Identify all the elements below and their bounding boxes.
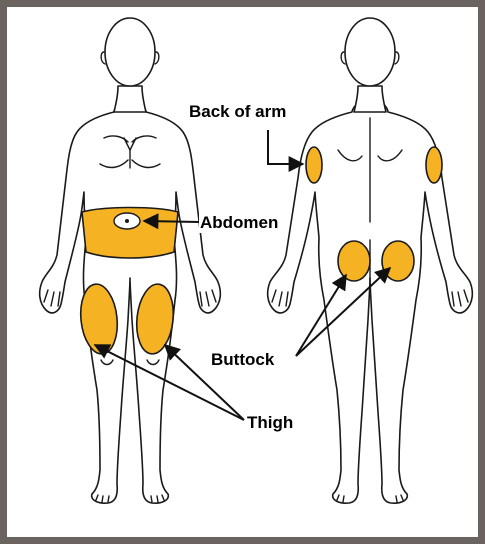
thigh-label: Thigh (246, 413, 294, 433)
back-of-arm-injection-site-right (426, 147, 442, 183)
abdomen-arrow (144, 221, 200, 222)
navel-dot (125, 219, 129, 223)
back-of-arm-injection-site-left (306, 147, 322, 183)
front-body-figure (40, 18, 221, 503)
buttock-injection-site-right (382, 241, 414, 281)
buttock-label: Buttock (210, 350, 275, 370)
buttock-injection-site-left (338, 241, 370, 281)
abdomen-label: Abdomen (199, 213, 279, 233)
back-of-arm-label: Back of arm (188, 102, 287, 122)
back-of-arm-arrow (268, 130, 303, 164)
